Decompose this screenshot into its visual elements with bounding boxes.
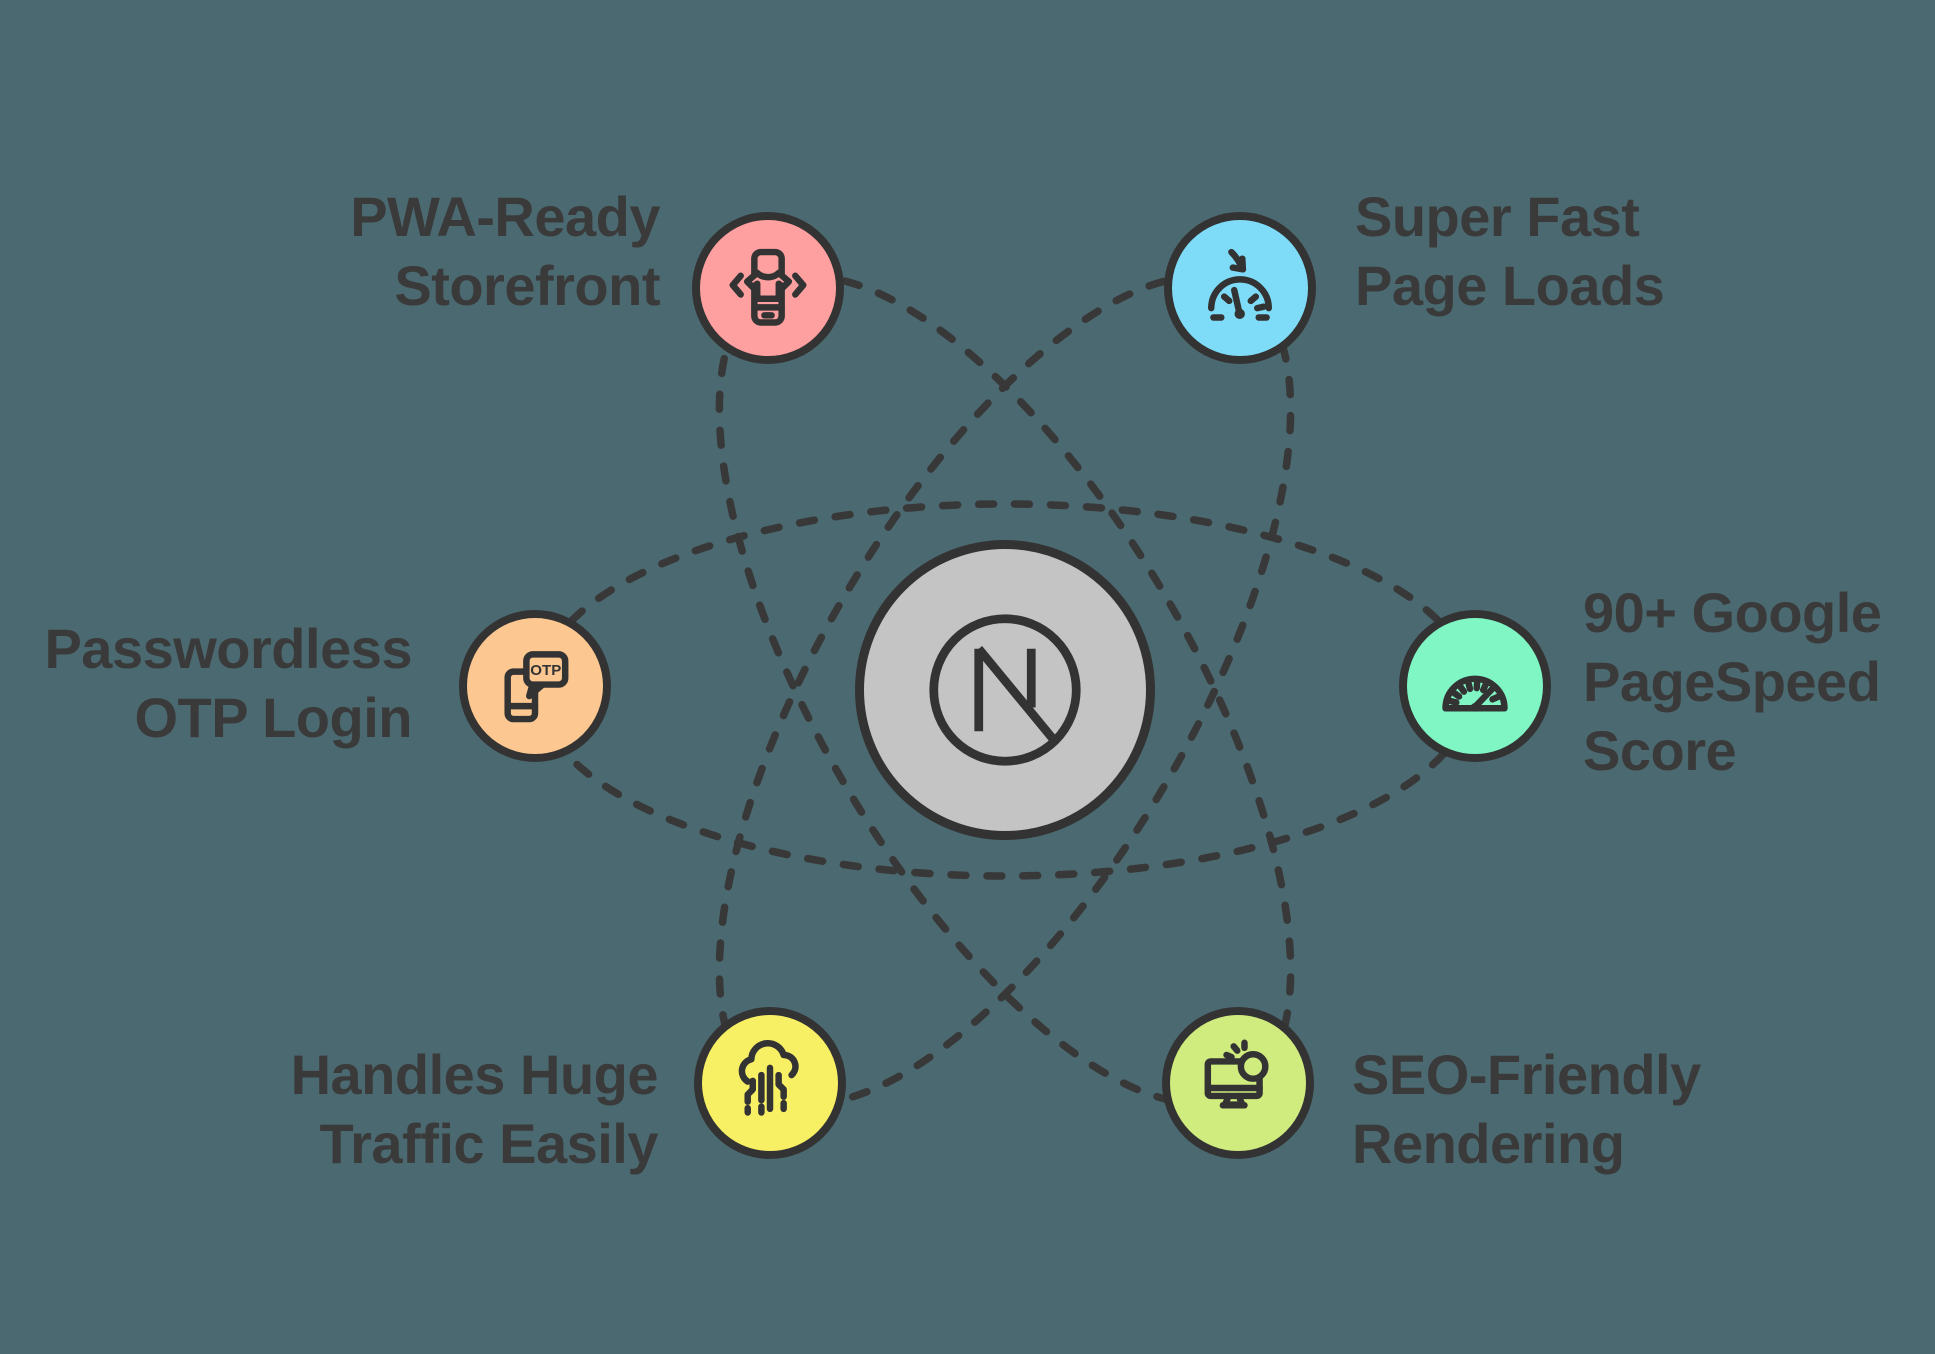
- node-seo-rendering: [1162, 1007, 1314, 1159]
- otp-bubble-text: OTP: [530, 662, 561, 679]
- pagespeed-gauge-icon: [1442, 675, 1508, 712]
- nextjs-logo-icon: [929, 614, 1081, 766]
- otp-chat-phone-icon: OTP: [504, 651, 569, 723]
- node-pwa-storefront: [692, 212, 844, 364]
- node-pagespeed-score: [1399, 610, 1551, 762]
- label-pagespeed-score: 90+ Google PageSpeed Score: [1583, 581, 1882, 782]
- cloud-traffic-icon: [738, 1040, 799, 1116]
- smartphone-shirt-icon: [729, 248, 807, 326]
- node-fast-page-loads: [1164, 212, 1316, 364]
- label-otp-login: Passwordless OTP Login: [44, 617, 412, 749]
- node-otp-login: OTP: [459, 610, 611, 762]
- speedometer-arrow-icon: [1208, 248, 1272, 321]
- label-fast-page-loads: Super Fast Page Loads: [1355, 185, 1665, 317]
- monitor-seo-icon: [1204, 1039, 1269, 1109]
- node-huge-traffic: [694, 1007, 846, 1159]
- label-seo-rendering: SEO-Friendly Rendering: [1352, 1043, 1701, 1175]
- center-node-nextjs: [855, 540, 1155, 840]
- label-pwa-storefront: PWA-Ready Storefront: [350, 185, 660, 317]
- label-huge-traffic: Handles Huge Traffic Easily: [290, 1043, 659, 1175]
